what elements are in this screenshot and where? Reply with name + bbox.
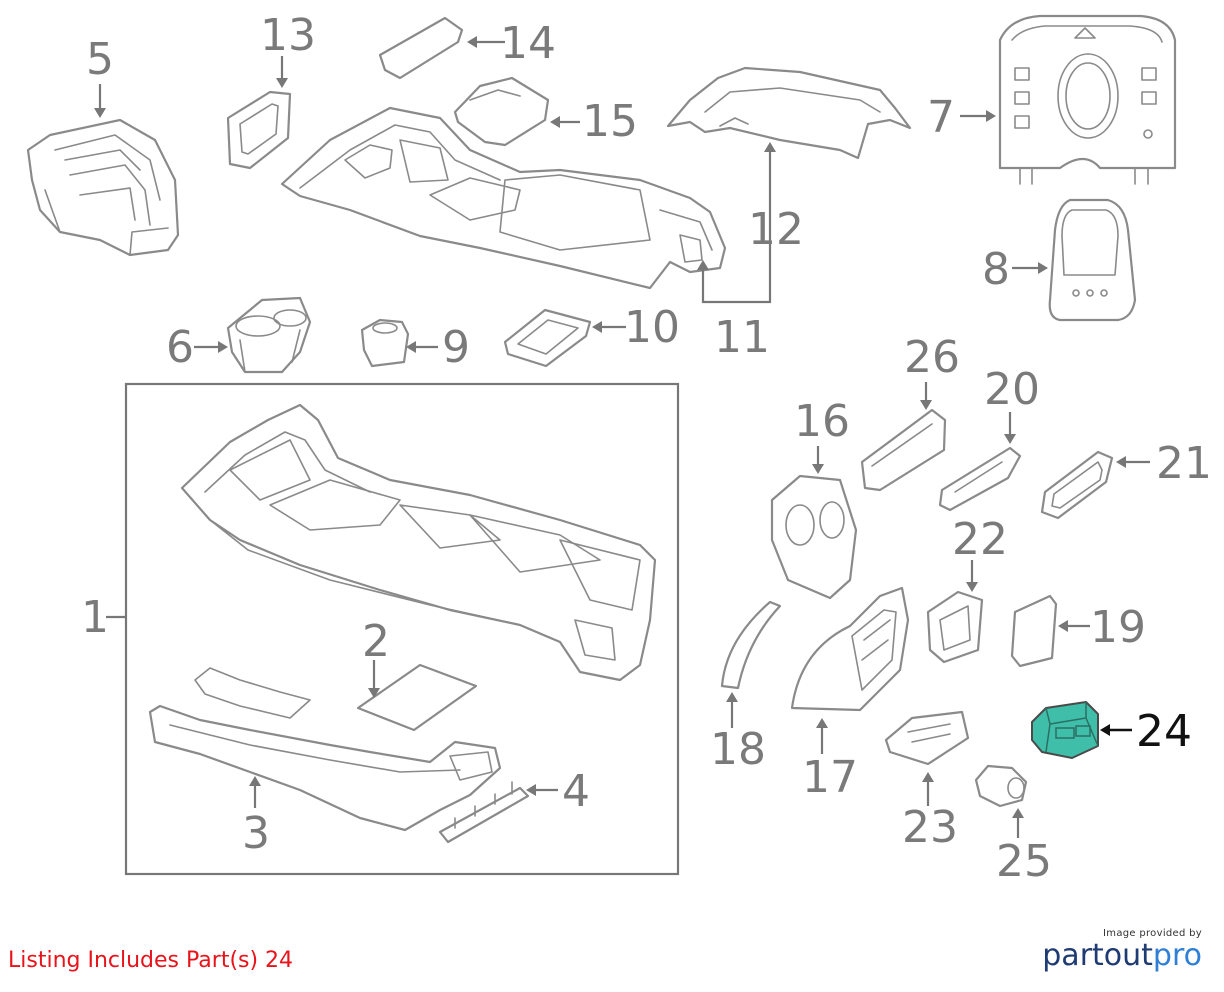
part-1-console-body bbox=[180, 403, 657, 682]
callout-22: 22 bbox=[952, 514, 1008, 565]
part-14-trim-strip bbox=[378, 16, 464, 80]
arrowhead-3 bbox=[249, 776, 261, 786]
part-16-twin-bezel bbox=[770, 474, 858, 600]
arrowhead-15 bbox=[550, 116, 560, 128]
part-24-port-module bbox=[1031, 701, 1099, 759]
provider-logo-accent: pro bbox=[1152, 938, 1202, 973]
part-26-trim-panel bbox=[860, 408, 947, 492]
callout-6: 6 bbox=[166, 322, 194, 373]
provider-tagline: Image provided by bbox=[1103, 928, 1202, 939]
callout-9: 9 bbox=[442, 322, 470, 373]
arrowhead-16 bbox=[812, 464, 824, 474]
arrowhead-26 bbox=[920, 400, 932, 410]
part-22-switch-block bbox=[926, 590, 984, 664]
arrowhead-10 bbox=[592, 321, 602, 333]
provider-logo: partoutpro bbox=[1042, 939, 1202, 973]
part-18-curved-strip bbox=[720, 600, 782, 690]
listing-note: Listing Includes Part(s) 24 bbox=[8, 948, 294, 973]
callout-8: 8 bbox=[982, 244, 1010, 295]
callout-17: 17 bbox=[802, 752, 858, 803]
part-20-switch-panel bbox=[938, 446, 1022, 512]
arrowhead-12 bbox=[764, 142, 776, 152]
arrowhead-21 bbox=[1116, 456, 1126, 468]
part-3-lower-bracket bbox=[148, 667, 502, 832]
part-12-console-upper-trim bbox=[280, 106, 727, 290]
callout-25: 25 bbox=[996, 836, 1052, 887]
part-4-clip-rail bbox=[438, 781, 530, 844]
part-7-control-panel bbox=[998, 14, 1177, 185]
arrowhead-20 bbox=[1004, 434, 1016, 444]
part-15-storage-lid bbox=[453, 76, 550, 147]
part-2-mat bbox=[356, 663, 478, 732]
part-10-tray-mat bbox=[503, 308, 592, 368]
arrowhead-25 bbox=[1012, 808, 1024, 818]
provider-logo-main: partout bbox=[1042, 938, 1153, 973]
arrowhead-14 bbox=[467, 36, 477, 48]
arrowhead-17 bbox=[816, 718, 828, 728]
callout-24: 24 bbox=[1136, 706, 1192, 757]
arrowhead-4 bbox=[526, 784, 536, 796]
part-12-armrest-lid bbox=[666, 66, 912, 160]
part-19-trim-cover bbox=[1010, 594, 1058, 668]
arrowhead-7 bbox=[986, 110, 996, 122]
arrowhead-13 bbox=[276, 78, 288, 88]
callout-5: 5 bbox=[86, 34, 114, 85]
arrowhead-11 bbox=[697, 260, 709, 270]
provider-credit: Image provided by partoutpro bbox=[1042, 928, 1202, 973]
arrowhead-9 bbox=[406, 341, 416, 353]
leader-11 bbox=[701, 150, 772, 304]
callout-1: 1 bbox=[81, 592, 109, 643]
arrowhead-22 bbox=[966, 582, 978, 592]
part-5-shifter-housing bbox=[26, 118, 180, 257]
part-17-rear-panel bbox=[790, 586, 910, 712]
arrowhead-8 bbox=[1038, 262, 1048, 274]
part-8-shifter-cover bbox=[1048, 198, 1137, 322]
arrowhead-24 bbox=[1100, 724, 1110, 736]
part-25-socket bbox=[974, 764, 1028, 808]
callout-2: 2 bbox=[362, 616, 390, 667]
part-21-trim-ring bbox=[1040, 450, 1114, 520]
callout-16: 16 bbox=[794, 396, 850, 447]
callout-23: 23 bbox=[902, 802, 958, 853]
callout-3: 3 bbox=[242, 808, 270, 859]
callout-7: 7 bbox=[927, 92, 955, 143]
callout-10: 10 bbox=[624, 302, 680, 353]
callout-14: 14 bbox=[500, 18, 556, 69]
callout-20: 20 bbox=[984, 364, 1040, 415]
callout-19: 19 bbox=[1090, 602, 1146, 653]
callout-18: 18 bbox=[710, 724, 766, 775]
callout-21: 21 bbox=[1156, 438, 1212, 489]
callout-12: 12 bbox=[748, 204, 804, 255]
arrowhead-18 bbox=[726, 692, 738, 702]
part-9-cup-insert bbox=[360, 318, 410, 368]
part-6-cup-holder bbox=[226, 296, 312, 374]
assembly-frame bbox=[124, 382, 680, 876]
callout-13: 13 bbox=[260, 10, 316, 61]
part-13-bezel bbox=[226, 90, 292, 170]
callout-11: 11 bbox=[714, 312, 770, 363]
arrowhead-23 bbox=[922, 772, 934, 782]
arrowhead-19 bbox=[1058, 620, 1068, 632]
arrowhead-5 bbox=[94, 108, 106, 118]
callout-26: 26 bbox=[904, 332, 960, 383]
arrowhead-2 bbox=[368, 688, 380, 698]
callout-15: 15 bbox=[582, 96, 638, 147]
arrowhead-6 bbox=[218, 341, 228, 353]
part-23-outlet bbox=[884, 710, 970, 766]
callout-4: 4 bbox=[562, 766, 590, 817]
